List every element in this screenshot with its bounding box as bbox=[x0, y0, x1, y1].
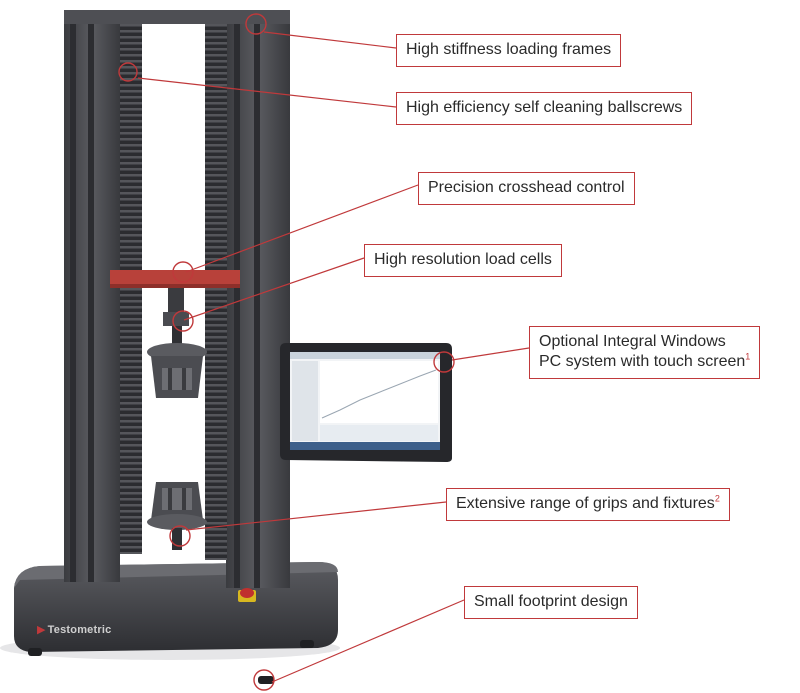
callout-text: Precision crosshead control bbox=[428, 179, 625, 196]
brand-logo: ▶Testometric bbox=[37, 623, 111, 636]
callout-text: Small footprint design bbox=[474, 593, 628, 610]
marker-circle bbox=[169, 525, 191, 547]
marker-circle bbox=[172, 261, 194, 283]
marker-circle bbox=[245, 13, 267, 35]
top-crossbar bbox=[64, 10, 290, 24]
callout-ballscrews: High efficiency self cleaning ballscrews bbox=[396, 92, 693, 125]
lower-grip bbox=[147, 482, 207, 550]
left-column bbox=[64, 22, 142, 582]
right-column bbox=[205, 10, 290, 588]
brand-mark-icon: ▶ bbox=[37, 624, 46, 636]
emergency-stop-button bbox=[238, 588, 256, 602]
brand-logo-text: Testometric bbox=[47, 624, 112, 636]
footnote-marker: 2 bbox=[714, 493, 720, 504]
callout-leader-lines bbox=[137, 31, 530, 683]
upper-grip bbox=[147, 288, 207, 398]
marker-circle bbox=[433, 351, 455, 373]
callout-grips-fixtures: Extensive range of grips and fixtures2 bbox=[446, 488, 730, 521]
callout-footprint: Small footprint design bbox=[464, 586, 638, 619]
touch-screen-monitor bbox=[280, 343, 452, 462]
ballscrew-right bbox=[205, 20, 227, 560]
callout-load-cells: High resolution load cells bbox=[364, 244, 562, 277]
callout-crosshead-control: Precision crosshead control bbox=[418, 172, 635, 205]
ballscrew-left bbox=[120, 24, 142, 554]
marker-circle bbox=[253, 669, 275, 691]
callout-pc-system: Optional Integral Windows PC system with… bbox=[529, 326, 761, 379]
foot-pad bbox=[258, 676, 274, 684]
callout-text: Extensive range of grips and fixtures bbox=[456, 495, 715, 512]
callout-text-line2: PC system with touch screen bbox=[539, 353, 746, 370]
callout-loading-frames: High stiffness loading frames bbox=[396, 34, 622, 67]
marker-circle bbox=[172, 310, 194, 332]
callout-text: High resolution load cells bbox=[374, 251, 552, 268]
callout-text-line1: Optional Integral Windows bbox=[539, 333, 726, 350]
marker-circles bbox=[118, 13, 455, 691]
callout-text: High stiffness loading frames bbox=[406, 41, 612, 58]
callout-text: High efficiency self cleaning ballscrews bbox=[406, 99, 683, 116]
marker-circle bbox=[118, 62, 138, 82]
footnote-marker: 1 bbox=[745, 351, 751, 362]
